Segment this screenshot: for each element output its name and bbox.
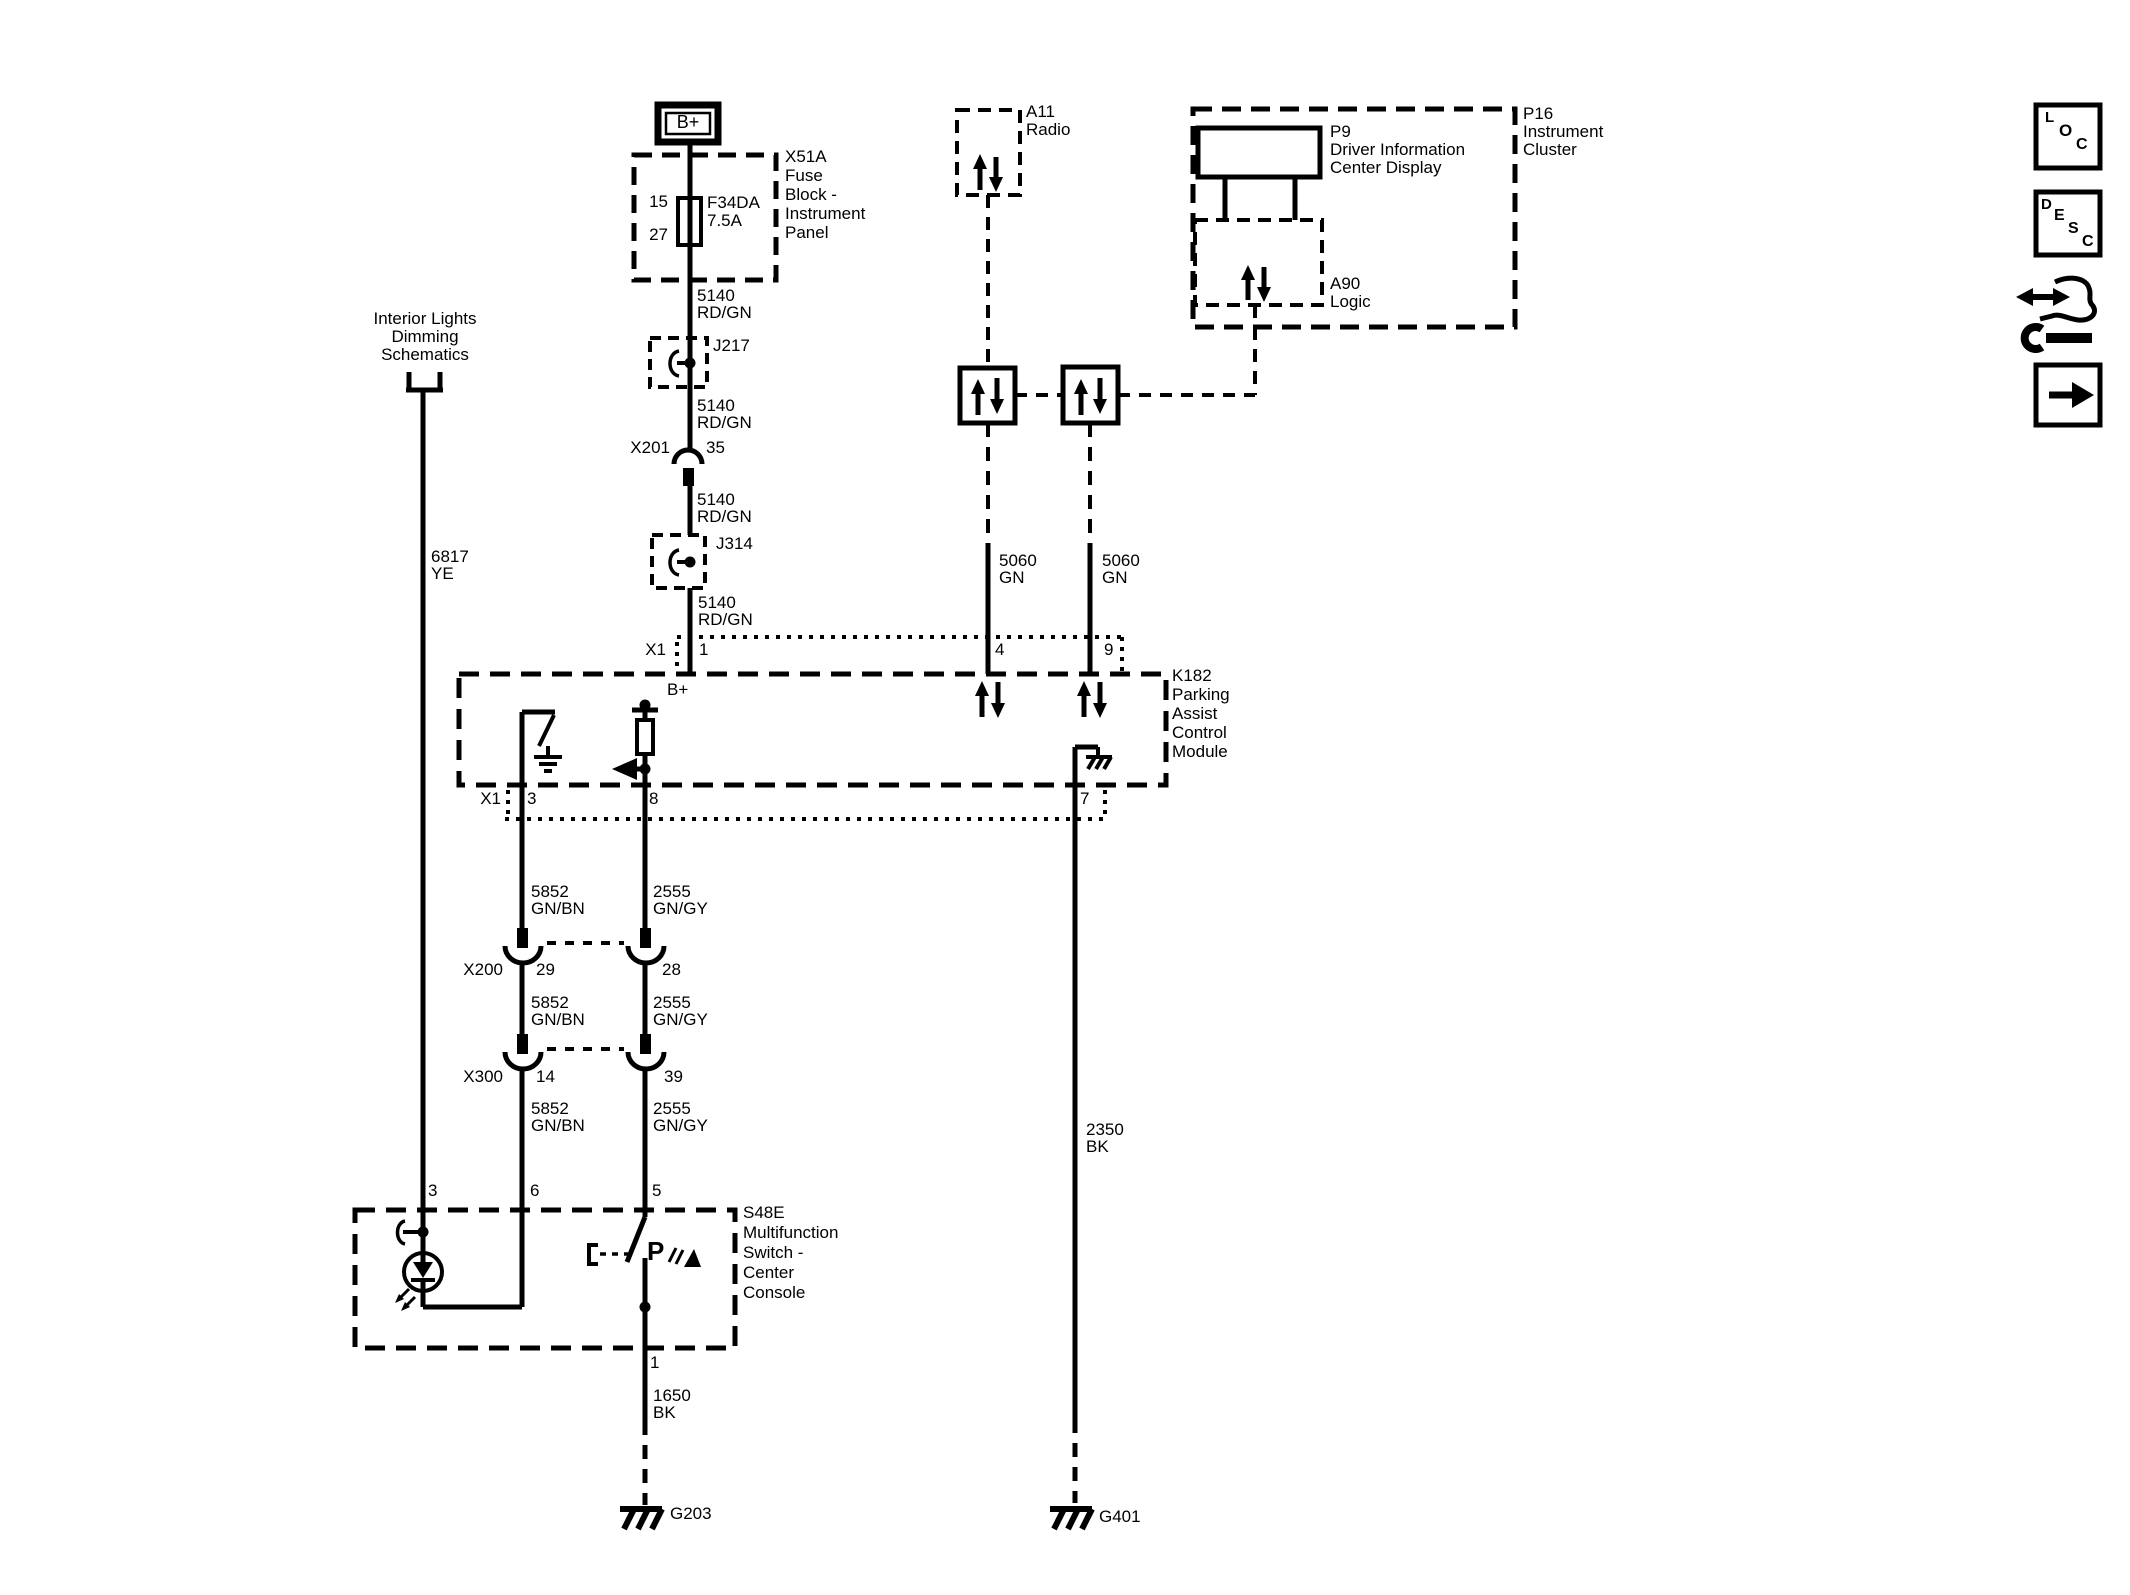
module-k182-connector-top	[675, 635, 1124, 672]
x200-pin-28: 28	[662, 960, 681, 979]
nav-desc-letter-c: C	[2082, 233, 2094, 250]
ground-g203-symbol	[620, 1506, 665, 1531]
s48e-park-assist-switch	[587, 1210, 701, 1348]
module-label: K182 Parking Assist Control Module	[1172, 666, 1230, 761]
module-k182-connector-bottom	[505, 790, 1107, 821]
k182-internal-switch	[519, 709, 562, 785]
k182-pin-7: 7	[1080, 789, 1090, 808]
nav-loc-box[interactable]	[2033, 102, 2103, 171]
nav-loc-letter-c: C	[2076, 136, 2088, 153]
k182-supply-label: B+	[667, 680, 689, 699]
x200-pin-29: 29	[536, 960, 555, 979]
k182-pin-9: 9	[1104, 640, 1114, 659]
battery-label: B+	[676, 112, 700, 132]
k182-connector-top-label: X1	[645, 640, 666, 659]
switch-s48e-box	[352, 1207, 738, 1351]
k182-connector-bottom-label: X1	[480, 789, 501, 808]
s48e-led-symbol	[395, 1210, 525, 1311]
nav-loc-letter-o: O	[2059, 121, 2073, 140]
interior-lights-ref-bracket	[406, 372, 443, 1210]
nav-desc-letter-s: S	[2068, 220, 2079, 237]
connector-x300-symbol	[502, 1034, 667, 1072]
connector-x201-pin: 35	[706, 438, 725, 457]
k182-serial-arrows-pin4	[975, 681, 1005, 718]
nav-desc-letter-e: E	[2054, 207, 2065, 224]
park-assist-button-glyph: P	[647, 1236, 665, 1266]
k182-pin-4: 4	[995, 640, 1005, 659]
module-k182-box	[456, 671, 1169, 788]
splice-label-j314: J314	[716, 534, 753, 553]
s48e-pin-3: 3	[428, 1181, 438, 1200]
serial-data-box-right	[1060, 364, 1121, 426]
nav-loc-letter-l: L	[2045, 109, 2055, 126]
display-label: P9 Driver Information Center Display	[1330, 122, 1466, 177]
k182-pin-8: 8	[649, 789, 659, 808]
k182-pin-3: 3	[527, 789, 537, 808]
logic-label: A90 Logic	[1330, 274, 1371, 311]
cluster-p16-box	[1190, 106, 1518, 395]
k182-serial-arrows-pin9	[1077, 681, 1107, 718]
ground-label-g401: G401	[1099, 1507, 1141, 1526]
splice-label-j217: J217	[713, 336, 750, 355]
s48e-pin-1: 1	[650, 1353, 660, 1372]
nav-desc-letter-d: D	[2041, 196, 2052, 213]
page-title: Interior Lights Dimming Schematics	[373, 309, 477, 364]
fuse-pin-bottom: 27	[649, 225, 668, 244]
connector-x201-symbol	[671, 447, 705, 486]
k182-internal-ground	[1072, 744, 1113, 785]
fuse-pin-top: 15	[649, 192, 668, 211]
s48e-pin-6: 6	[530, 1181, 540, 1200]
x300-pin-39: 39	[664, 1067, 683, 1086]
connector-label-x201: X201	[630, 438, 670, 457]
splice-j217-symbol	[648, 336, 709, 389]
repair-tool-icon[interactable]	[2016, 275, 2097, 353]
ground-g401-symbol	[1050, 1506, 1095, 1531]
serial-data-box-left	[957, 365, 1018, 426]
nav-desc-box[interactable]	[2033, 189, 2103, 258]
mf-switch-label: S48E Multifunction Switch - Center Conso…	[743, 1203, 839, 1302]
splice-j314-symbol	[650, 533, 707, 590]
k182-internal-resistor	[612, 699, 658, 785]
radio-a11-box	[955, 108, 1022, 368]
fuse-block-box	[631, 152, 779, 283]
ground-label-g203: G203	[670, 1504, 712, 1523]
fuse-block-label: X51A Fuse Block - Instrument Panel	[785, 147, 866, 242]
connector-label-x200: X200	[463, 960, 503, 979]
k182-pin-1: 1	[699, 640, 709, 659]
x300-pin-14: 14	[536, 1067, 555, 1086]
fuse-label: F34DA 7.5A	[707, 193, 760, 230]
connector-x200-symbol	[502, 928, 667, 966]
s48e-pin-5: 5	[652, 1181, 662, 1200]
connector-label-x300: X300	[463, 1067, 503, 1086]
nav-next-box[interactable]	[2033, 362, 2103, 428]
cluster-label: P16 Instrument Cluster	[1523, 104, 1604, 159]
